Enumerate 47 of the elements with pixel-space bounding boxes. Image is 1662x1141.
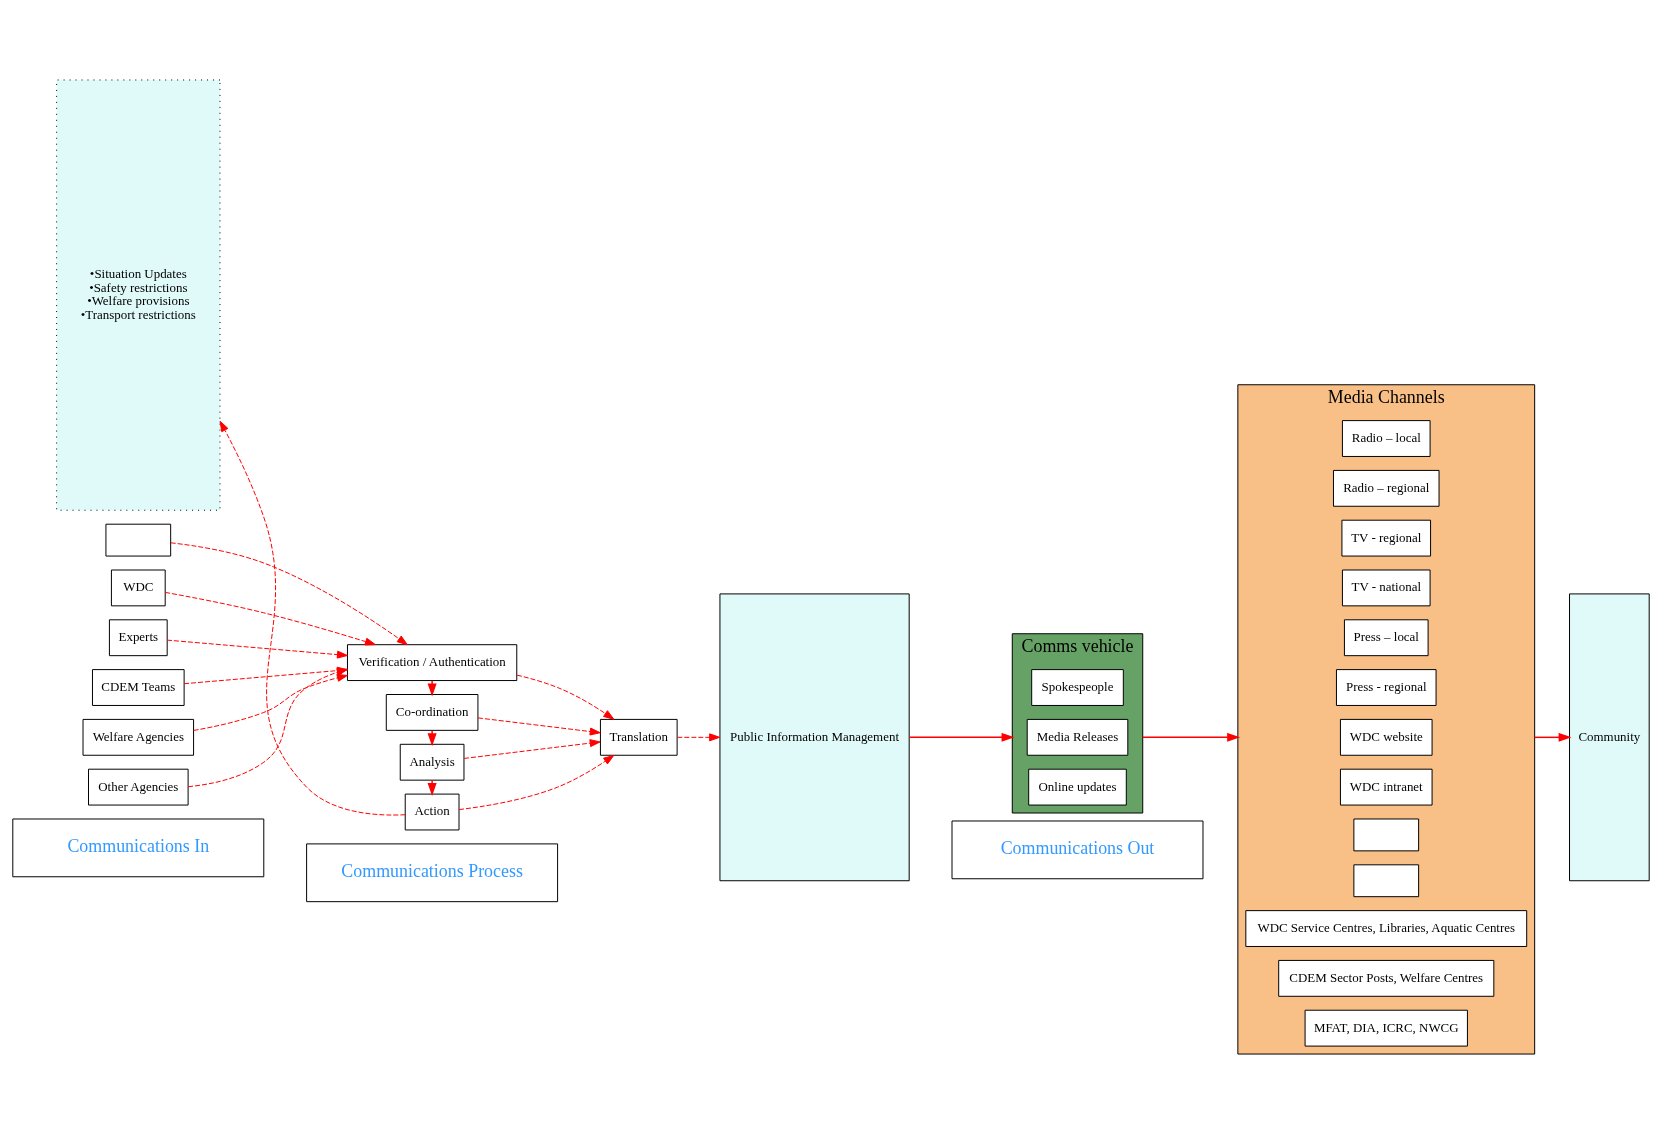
arrow xyxy=(219,420,406,815)
arrow xyxy=(516,674,615,720)
node-box: Verification / Authentication xyxy=(346,643,518,681)
node-box: Press - regional xyxy=(1335,668,1437,706)
node-box xyxy=(1353,863,1420,897)
node-box: Radio – regional xyxy=(1332,469,1440,507)
arrow xyxy=(1533,732,1572,742)
node-box: WDC xyxy=(110,569,166,606)
node-box: Other Agencies xyxy=(88,768,189,806)
node-box: Co-ordination xyxy=(385,693,479,731)
arrow xyxy=(677,732,721,741)
node-box: Action xyxy=(404,793,460,830)
arrow xyxy=(166,639,348,659)
node-box: WDC Service Centres, Libraries, Aquatic Centres xyxy=(1245,909,1528,947)
node-box: Communications In xyxy=(12,818,265,877)
arrow xyxy=(427,779,437,796)
node-box: •Situation Updates •Safety restrictions •Welfare provisions •Transport restrictions xyxy=(56,79,221,511)
arrow xyxy=(477,716,601,735)
node-box: MFAT, DIA, ICRC, NWCG xyxy=(1304,1009,1468,1047)
node-box: Press – local xyxy=(1343,618,1429,656)
node-box: WDC website xyxy=(1339,718,1433,756)
node-box: Radio – local xyxy=(1341,419,1431,457)
node-box: Analysis xyxy=(399,743,465,781)
node-box: Communications Out xyxy=(951,820,1204,879)
arrow xyxy=(193,673,348,731)
node-box: Translation xyxy=(599,718,678,756)
node-box: CDEM Teams xyxy=(92,668,185,706)
node-box: TV - regional xyxy=(1341,519,1432,557)
node-box xyxy=(1353,818,1420,851)
node-box: Experts xyxy=(108,618,168,656)
node-box: Welfare Agencies xyxy=(82,718,195,756)
node-box: Community xyxy=(1569,592,1650,881)
arrow xyxy=(463,738,601,759)
arrow xyxy=(908,732,1015,742)
node-box: Public Information Management xyxy=(719,592,910,881)
node-box: Media Releases xyxy=(1026,718,1129,756)
node-box: Communications Process xyxy=(306,842,559,902)
node-box: CDEM Sector Posts, Welfare Centres xyxy=(1278,959,1495,997)
node-box: TV - national xyxy=(1341,569,1431,606)
node-box: WDC intranet xyxy=(1339,768,1433,806)
node-box xyxy=(105,523,172,557)
arrow xyxy=(1142,732,1241,742)
node-box: Spokespeople xyxy=(1031,668,1124,706)
arrow xyxy=(164,591,376,645)
node-box: Online updates xyxy=(1028,768,1127,806)
arrow xyxy=(170,541,408,645)
arrow xyxy=(458,754,615,810)
